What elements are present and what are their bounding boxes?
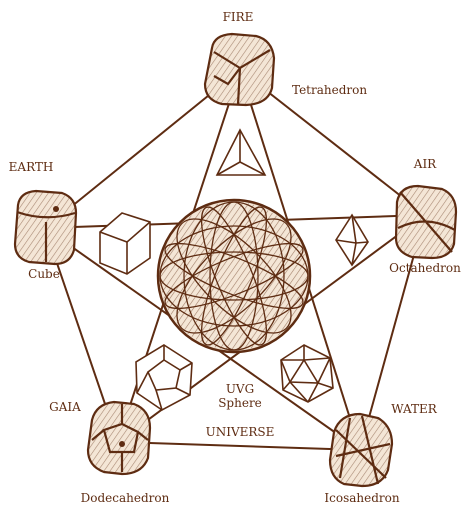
geodesic-sphere-icon	[158, 200, 310, 352]
icosahedron-icon	[281, 345, 333, 402]
gaia-label: GAIA	[49, 401, 81, 413]
tetrahedron-label: Tetrahedron	[292, 84, 367, 96]
cube-label: Cube	[28, 268, 60, 280]
earth-cube-rock	[15, 191, 76, 264]
gaia-dodecahedron-rock	[88, 402, 150, 474]
water-icosahedron-rock	[330, 414, 392, 486]
octahedron-icon	[336, 215, 368, 265]
air-octahedron-rock	[396, 186, 456, 258]
air-label: AIR	[414, 158, 436, 170]
water-label: WATER	[391, 403, 437, 415]
earth-label: EARTH	[9, 161, 54, 173]
cube-icon	[100, 213, 150, 274]
fire-tetrahedron-rock	[205, 34, 274, 105]
edge-water-gaia	[118, 442, 360, 450]
dodecahedron-icon	[136, 345, 192, 410]
fire-label: FIRE	[223, 11, 254, 23]
icosahedron-label: Icosahedron	[324, 492, 399, 504]
universe-label: UNIVERSE	[206, 426, 275, 438]
center-label-line2: Sphere	[218, 396, 262, 410]
dodecahedron-label: Dodecahedron	[81, 492, 170, 504]
tetrahedron-icon	[217, 130, 265, 175]
center-label-line1: UVG	[226, 382, 254, 396]
octahedron-label: Octahedron	[389, 262, 461, 274]
